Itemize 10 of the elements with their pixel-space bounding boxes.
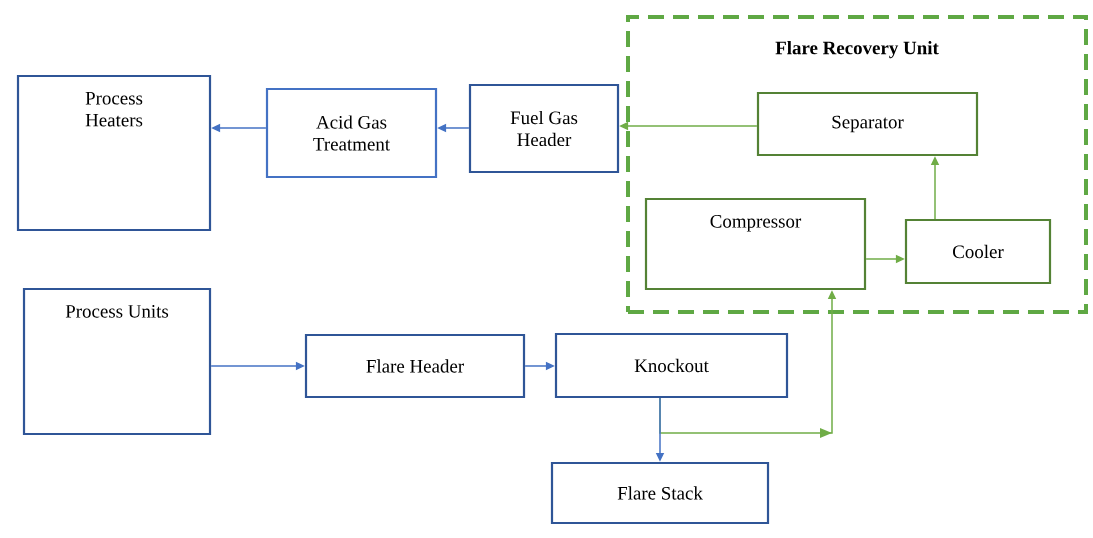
process-box: Compressor xyxy=(644,197,867,291)
process-box: Separator xyxy=(756,91,979,157)
process-box: Process Heaters xyxy=(16,74,212,232)
process-box: Fuel Gas Header xyxy=(468,83,620,174)
process-box: Process Units xyxy=(22,287,212,436)
process-box: Acid Gas Treatment xyxy=(265,87,438,179)
process-box: Flare Header xyxy=(304,333,526,399)
process-box: Knockout xyxy=(554,332,789,399)
process-box: Flare Stack xyxy=(550,461,770,525)
process-box: Cooler xyxy=(904,218,1052,285)
